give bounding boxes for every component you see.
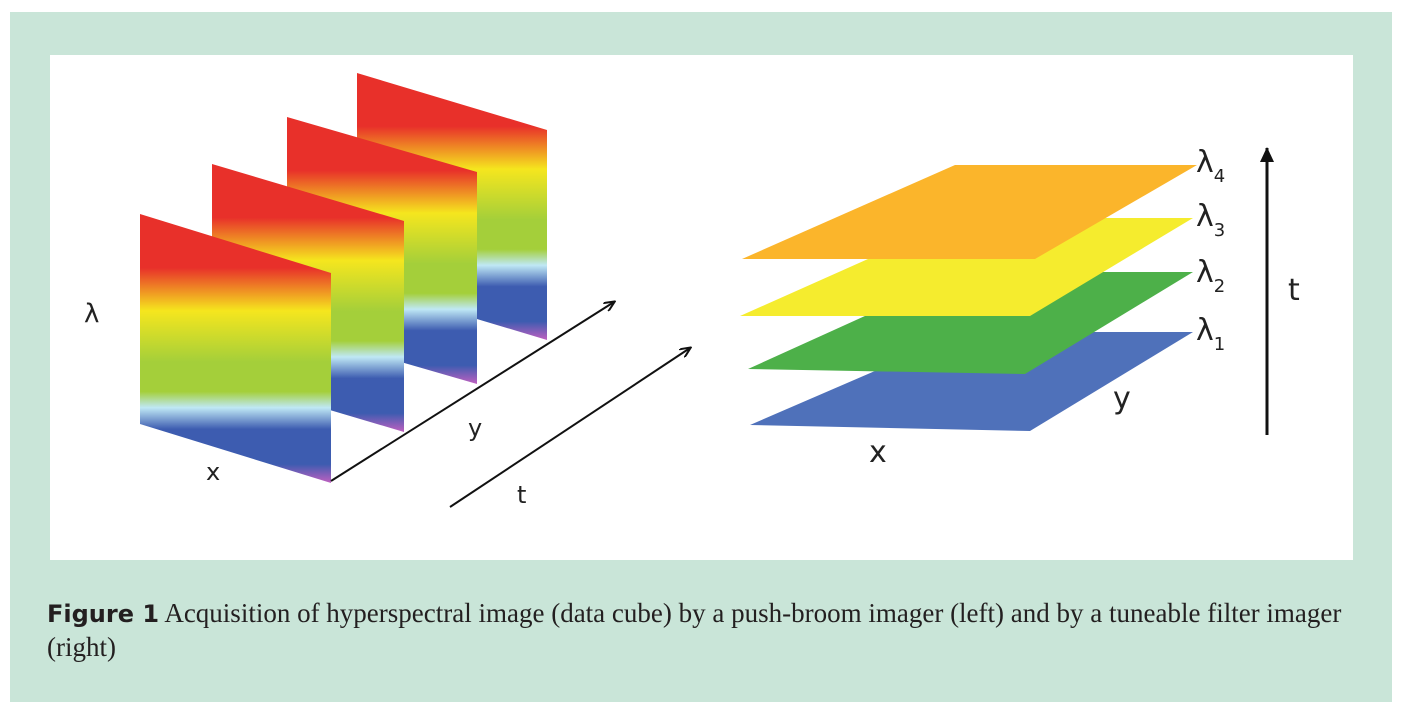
lambda-1-label: λ1: [1196, 313, 1225, 355]
t-axis-arrow: [449, 348, 690, 508]
right-x-label: x: [869, 435, 887, 470]
figure-caption-label: Figure 1: [47, 600, 160, 628]
time-label: t: [1288, 273, 1300, 308]
layer-lambda-3: [740, 218, 1193, 316]
right-y-label: y: [1113, 381, 1131, 416]
figure-caption-text: Acquisition of hyperspectral image (data…: [47, 598, 1342, 662]
lambda-4-label: λ4: [1196, 145, 1225, 187]
y-label: y: [468, 414, 482, 442]
layer-lambda-4: [742, 165, 1197, 259]
filter-layers: [740, 165, 1197, 431]
t-label: t: [517, 481, 526, 509]
layer-lambda-2: [748, 272, 1193, 374]
spectral-frames: [140, 73, 547, 483]
spectral-frame-1: [140, 214, 331, 483]
y-axis-arrow: [330, 302, 614, 482]
layer-lambda-1: [750, 332, 1193, 431]
lambda-3-label: λ3: [1196, 199, 1225, 241]
lambda-label: λ: [84, 299, 99, 329]
lambda-2-label: λ2: [1196, 255, 1225, 297]
figure-caption: Figure 1 Acquisition of hyperspectral im…: [47, 597, 1367, 664]
x-label: x: [206, 458, 220, 486]
